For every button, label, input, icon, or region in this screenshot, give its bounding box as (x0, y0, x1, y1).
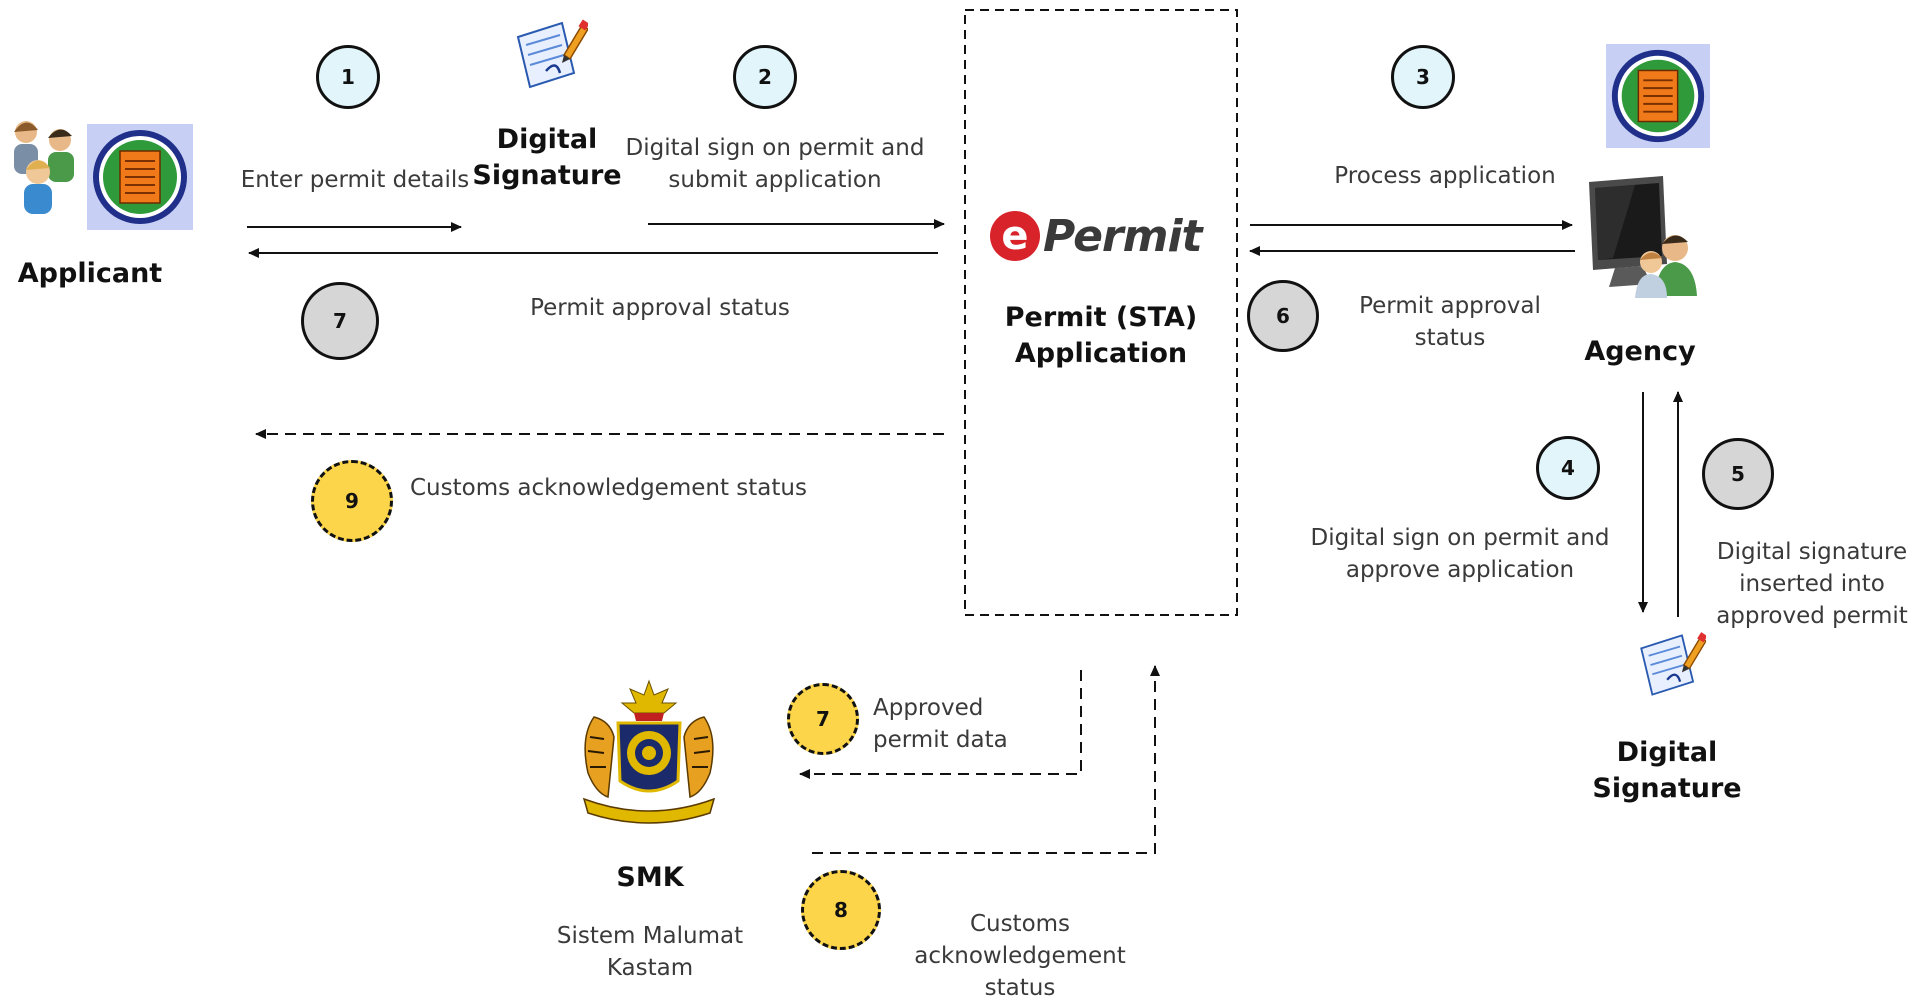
step-1-label: Enter permit details (240, 167, 470, 193)
customs-crest-icon (582, 679, 716, 824)
arrow-step-7-smk (799, 670, 1082, 779)
document-icon (1606, 44, 1710, 148)
smk-description: Sistem Malumat Kastam (556, 923, 744, 981)
step-7-approval-label: Permit approval status (530, 295, 790, 321)
step-3-label: Process application (1334, 163, 1556, 189)
step-2-badge: 2 (733, 45, 797, 109)
digital-signature-bottom-label: Digital Signature (1592, 737, 1742, 804)
epermit-box (964, 9, 1238, 616)
step-1-badge: 1 (316, 45, 380, 109)
step-7-badge: 7 (301, 282, 379, 360)
signature-pen-icon (516, 19, 588, 89)
step-9-badge: 9 (311, 460, 393, 542)
step-6-badge: 6 (1247, 280, 1319, 352)
step-2-label: Digital sign on permit and submit applic… (625, 135, 925, 193)
step-5-label: Digital signature inserted into approved… (1716, 539, 1908, 629)
epermit-logo-e: e (990, 211, 1040, 261)
step-8-badge: 8 (801, 870, 881, 950)
signature-pen-icon (1640, 632, 1706, 696)
step-5-badge: 5 (1702, 438, 1774, 510)
epermit-logo: e Permit (990, 203, 1210, 269)
digital-signature-top-label: Digital Signature (472, 124, 622, 191)
step-6-label: Permit approval status (1359, 293, 1541, 351)
step-4-badge: 4 (1536, 436, 1600, 500)
epermit-label: Permit (STA) Application (1004, 302, 1198, 369)
step-9-label: Customs acknowledgement status (410, 475, 807, 501)
agency-label: Agency (1584, 336, 1696, 367)
step-3-badge: 3 (1391, 45, 1455, 109)
smk-label: SMK (616, 862, 684, 893)
computer-user-icon (1589, 176, 1697, 298)
step-4-label: Digital sign on permit and approve appli… (1310, 525, 1610, 583)
arrow-step-8 (812, 665, 1160, 854)
applicant-label: Applicant (17, 258, 163, 289)
step-7-smk-label: Approved permit data (873, 695, 1008, 753)
step-7-smk-badge: 7 (787, 683, 859, 755)
people-group-icon (14, 121, 74, 214)
document-icon (87, 124, 193, 230)
epermit-logo-word: Permit (1043, 210, 1203, 262)
step-8-label: Customs acknowledgement status (914, 911, 1126, 1001)
